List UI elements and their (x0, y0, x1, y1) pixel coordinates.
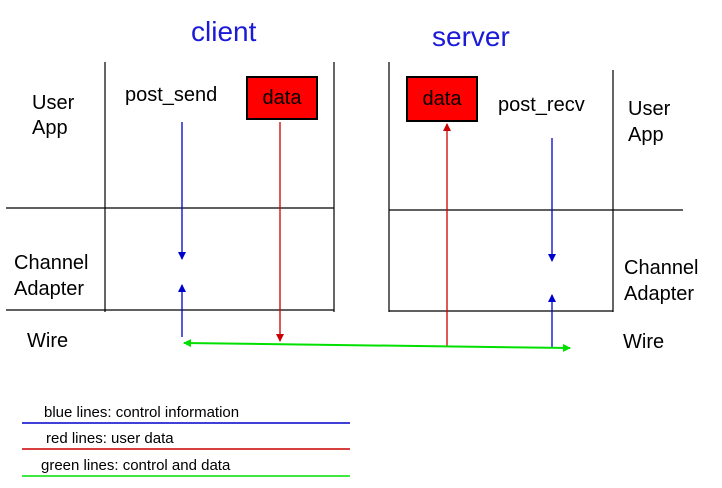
server-data-box: data (406, 76, 478, 122)
legend-red-text: red lines: user data (46, 430, 174, 447)
client-frame (6, 62, 335, 312)
legend-blue-text: blue lines: control information (44, 404, 240, 421)
client-data-box: data (246, 76, 318, 120)
client-user-app-label: User App (32, 92, 75, 139)
server-channel-adapter-label: Channel Adapter (624, 257, 699, 305)
server-title: server (432, 21, 510, 52)
client-wire-label: Wire (27, 330, 69, 352)
server-frame (388, 62, 683, 312)
server-wire-label: Wire (623, 331, 665, 353)
client-channel-adapter-label: Channel Adapter (14, 252, 89, 300)
server-user-app-label: User App (628, 98, 671, 146)
server-post-recv-label: post_recv (498, 94, 585, 116)
client-title: client (191, 16, 257, 47)
wire-arrow (183, 339, 571, 352)
client-post-send-label: post_send (125, 84, 218, 106)
legend-green-text: green lines: control and data (41, 457, 231, 474)
